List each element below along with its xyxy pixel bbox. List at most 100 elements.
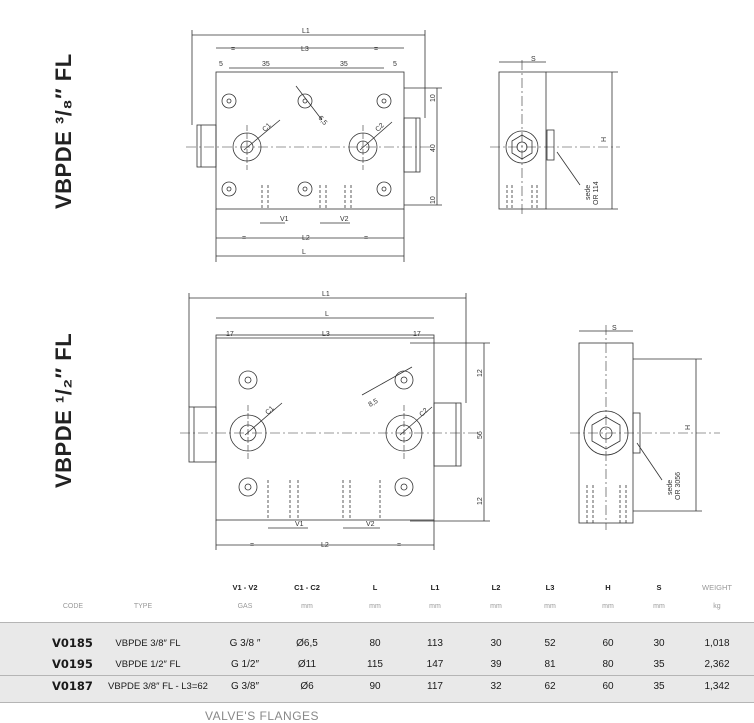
dim-40: 40 [430, 144, 437, 152]
cell-s: 35 [653, 681, 665, 692]
dim-5b: 5 [393, 61, 397, 68]
label-c2: C2 [374, 122, 385, 133]
dim-eq-3: = [242, 235, 246, 242]
cell-weight: 1,342 [704, 681, 730, 692]
cell-code: V0185 [52, 636, 93, 650]
cell-s: 30 [653, 638, 665, 649]
hdr-weight: WEIGHT [702, 583, 732, 592]
cell-l3: 81 [544, 659, 556, 670]
technical-drawing-3-8: L1 L3 = = 5 35 35 5 L2 = = L V1 V2 C1 C2… [186, 28, 620, 262]
cell-l1: 113 [427, 638, 443, 649]
cell-weight: 2,362 [704, 659, 730, 670]
label-v2-2: V2 [366, 521, 375, 528]
dim-l2: L2 [302, 235, 310, 242]
cell-v: G 3/8 ″ [229, 638, 261, 649]
technical-drawing-1-2: L1 L L3 17 17 L2 = = V1 V2 C1 C2 8,5 12 … [180, 291, 720, 550]
dim-17b: 17 [413, 331, 421, 338]
cell-v: G 3/8″ [231, 681, 259, 692]
label-or-1: OR 114 [593, 181, 600, 205]
cell-type: VBPDE 3/8″ FL [115, 638, 181, 649]
cell-l2: 32 [490, 681, 502, 692]
dim-h-2: H [685, 425, 692, 430]
table-row: V0185 VBPDE 3/8″ FL G 3/8 ″ Ø6,5 80 113 … [0, 622, 754, 655]
hdr-l2: L2 [491, 583, 501, 592]
hdr-weight-sub: kg [713, 603, 721, 610]
dim-eq-1: = [231, 46, 235, 53]
cell-type: VBPDE 1/2″ FL [115, 659, 181, 670]
hdr-c-sub: mm [301, 603, 313, 610]
dim-s-1: S [531, 56, 536, 63]
footer-caption: VALVE'S FLANGES [205, 709, 320, 723]
cell-code: V0195 [52, 657, 93, 671]
cell-code: V0187 [52, 679, 93, 693]
label-or-2: OR 3056 [675, 472, 682, 500]
hdr-l3: L3 [545, 583, 555, 592]
hdr-s: S [656, 583, 662, 592]
dim-l2-2: L2 [321, 542, 329, 549]
cell-c: Ø11 [297, 659, 317, 670]
label-v2: V2 [340, 216, 349, 223]
dim-l3-2: L3 [322, 331, 330, 338]
table-row: V0187 VBPDE 3/8″ FL - L3=62 G 3/8″ Ø6 90… [0, 676, 754, 703]
label-v1-2: V1 [295, 521, 304, 528]
dim-10b: 10 [430, 196, 437, 204]
label-c1-2: C1 [264, 405, 275, 416]
dim-8-5: 8,5 [368, 398, 380, 409]
hdr-l: L [372, 583, 378, 592]
dim-l-2: L [325, 311, 329, 318]
cell-l: 90 [369, 681, 381, 692]
cell-s: 35 [653, 659, 665, 670]
dim-12b: 12 [477, 497, 484, 505]
hdr-s-sub: mm [653, 603, 665, 610]
hdr-type: TYPE [133, 603, 153, 610]
hdr-l1-sub: mm [429, 603, 441, 610]
dim-eq-4: = [364, 235, 368, 242]
dim-6-5: 6,5 [316, 115, 328, 127]
hdr-l1: L1 [430, 583, 440, 592]
label-sede-1: sede [585, 185, 592, 200]
hdr-code: CODE [62, 603, 84, 610]
hdr-l3-sub: mm [544, 603, 556, 610]
cell-type: VBPDE 3/8″ FL - L3=62 [108, 681, 208, 692]
hdr-v-sub: GAS [237, 603, 253, 610]
hdr-l-sub: mm [369, 603, 381, 610]
label-v1: V1 [280, 216, 289, 223]
cell-l: 115 [367, 659, 383, 670]
cell-weight: 1,018 [704, 638, 730, 649]
dim-10a: 10 [430, 94, 437, 102]
dim-l1: L1 [302, 28, 310, 35]
label-c1: C1 [261, 122, 272, 133]
cell-l1: 117 [427, 681, 443, 692]
dim-eq-2: = [374, 46, 378, 53]
label-sede-2: sede [667, 480, 674, 495]
label-c2-2: C2 [418, 407, 429, 418]
dim-eq-6: = [397, 542, 401, 549]
cell-h: 60 [602, 638, 614, 649]
cell-l2: 39 [490, 659, 502, 670]
dim-56: 56 [477, 431, 484, 439]
hdr-v: V1 - V2 [232, 583, 258, 592]
dim-35a: 35 [262, 61, 270, 68]
cell-l3: 62 [544, 681, 556, 692]
hdr-h: H [605, 583, 611, 592]
hdr-c: C1 - C2 [294, 583, 320, 592]
cell-l1: 147 [426, 659, 444, 670]
table-row: V0195 VBPDE 1/2″ FL G 1/2″ Ø11 115 147 3… [0, 654, 754, 676]
dim-h-1: H [601, 137, 608, 142]
dim-35b: 35 [340, 61, 348, 68]
cell-h: 60 [602, 681, 614, 692]
cell-v: G 1/2″ [231, 659, 259, 670]
cell-c: Ø6,5 [296, 638, 318, 649]
dim-12a: 12 [477, 369, 484, 377]
cell-l3: 52 [544, 638, 556, 649]
dim-l: L [302, 249, 306, 256]
dim-l3: L3 [301, 46, 309, 53]
dim-s-2: S [612, 325, 617, 332]
dim-eq-5: = [250, 542, 254, 549]
dim-17a: 17 [226, 331, 234, 338]
hdr-l2-sub: mm [490, 603, 502, 610]
hdr-h-sub: mm [602, 603, 614, 610]
dim-5a: 5 [219, 61, 223, 68]
dim-l1-2: L1 [322, 291, 330, 298]
cell-l: 80 [369, 638, 381, 649]
